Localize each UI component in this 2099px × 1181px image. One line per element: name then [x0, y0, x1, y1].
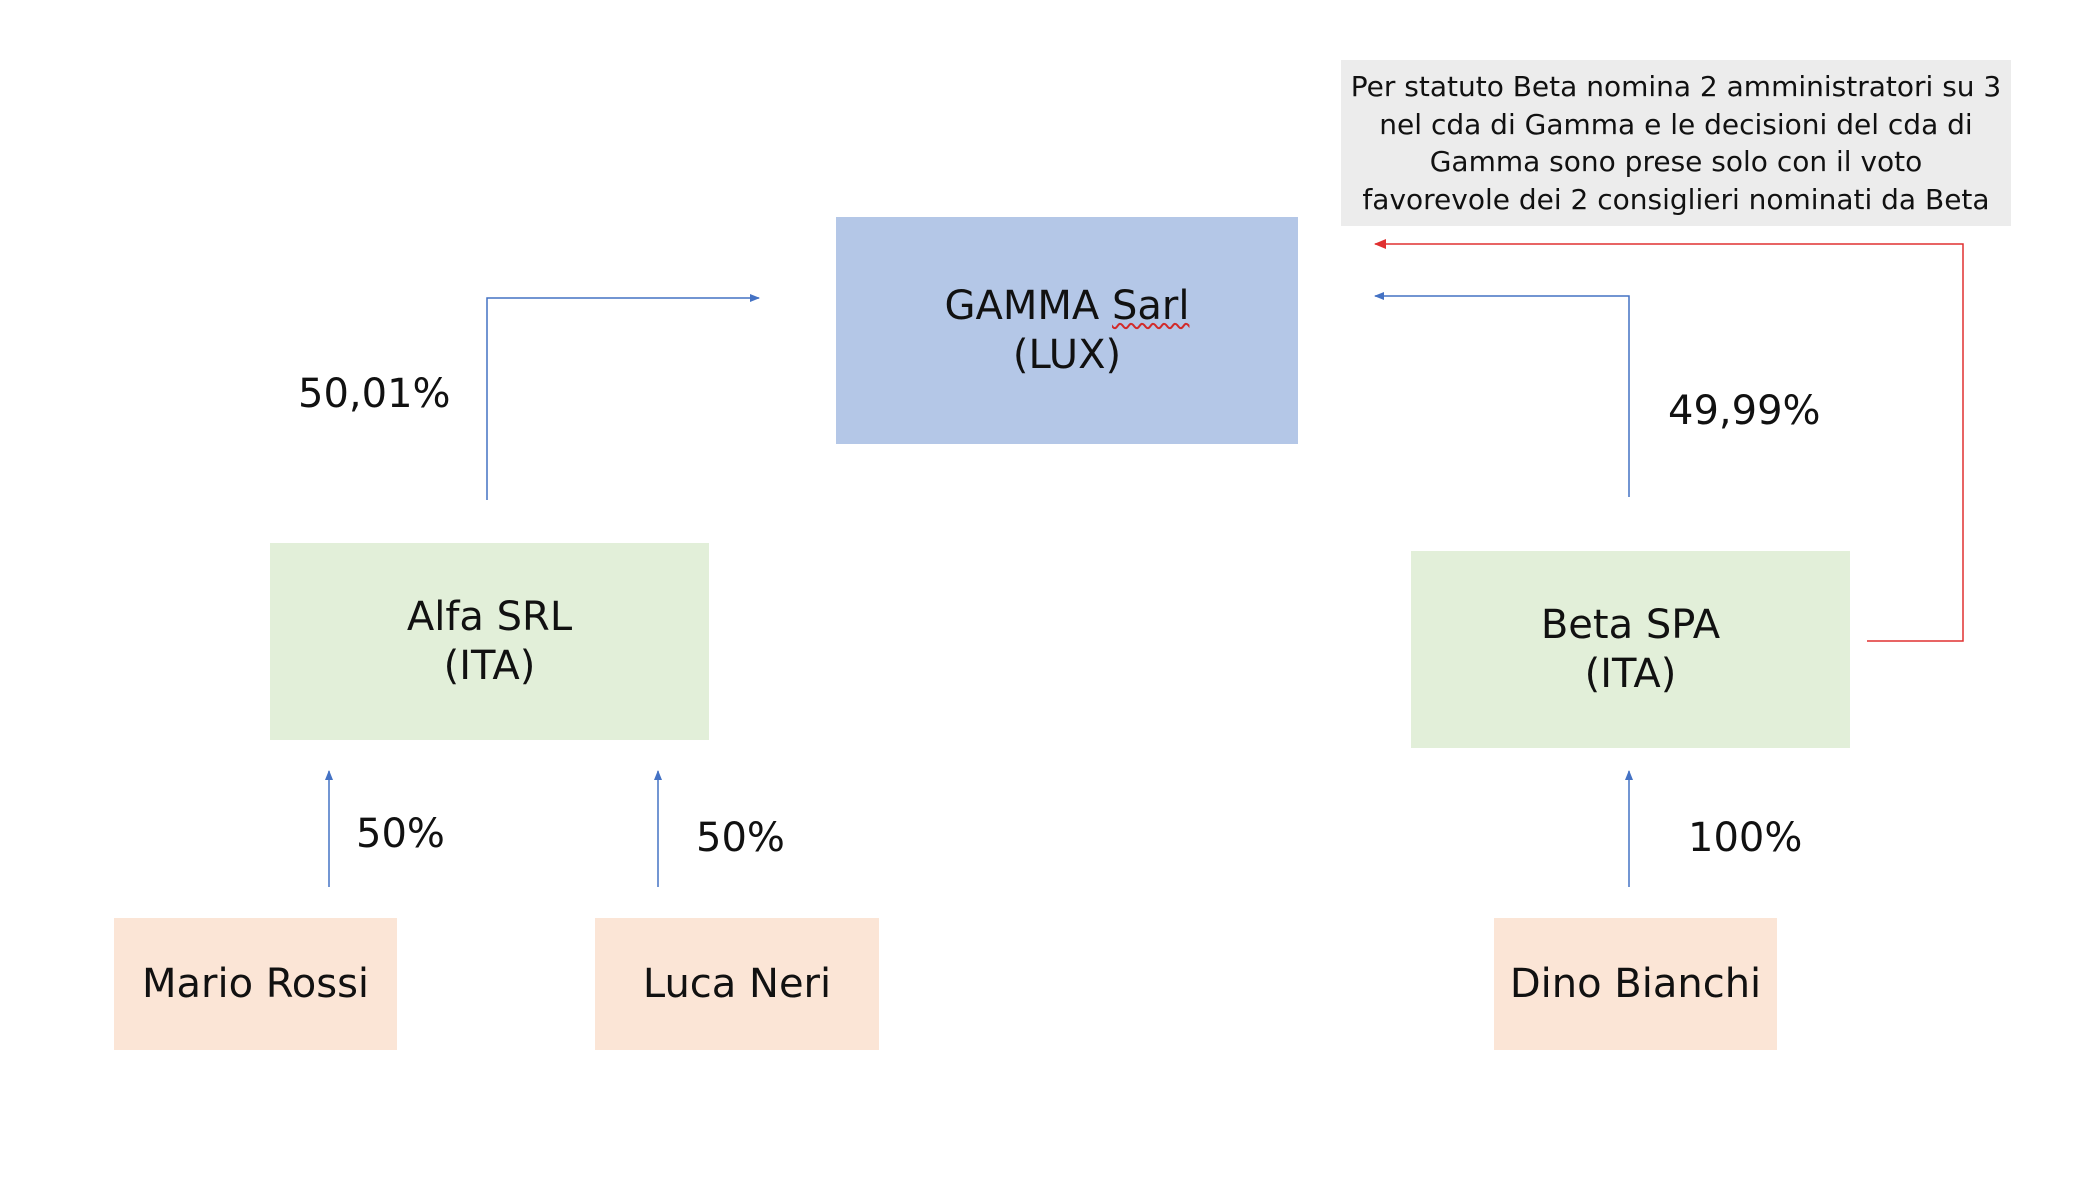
ownership-luca-alfa-label: 50% [696, 815, 785, 861]
node-beta-label: Beta SPA(ITA) [1541, 601, 1720, 699]
node-beta-country: (ITA) [1584, 650, 1677, 697]
node-gamma: GAMMA Sarl(LUX) [836, 217, 1298, 444]
node-beta: Beta SPA(ITA) [1411, 551, 1850, 748]
node-dino-name: Dino Bianchi [1509, 960, 1762, 1007]
node-alfa-name: Alfa SRL [406, 593, 573, 640]
node-alfa: Alfa SRL(ITA) [270, 543, 709, 740]
node-luca-name: Luca Neri [642, 960, 832, 1007]
ownership-beta-gamma-label: 49,99% [1668, 388, 1821, 434]
node-gamma-country: (LUX) [1012, 331, 1122, 378]
node-alfa-country: (ITA) [443, 642, 536, 689]
node-gamma-label: GAMMA Sarl(LUX) [945, 282, 1190, 380]
node-luca: Luca Neri [595, 918, 879, 1050]
note-box: Per statuto Beta nomina 2 amministratori… [1341, 60, 2011, 226]
node-beta-name: Beta SPA [1540, 601, 1721, 648]
node-alfa-label: Alfa SRL(ITA) [407, 593, 572, 691]
node-gamma-name-main: GAMMA [944, 282, 1112, 329]
arrow-beta-to-gamma [1374, 292, 1630, 497]
ownership-dino-beta-label: 100% [1688, 815, 1803, 861]
ownership-alfa-gamma-label: 50,01% [298, 371, 451, 417]
node-gamma-name: GAMMA Sarl [945, 283, 1190, 329]
arrow-alfa-to-gamma [486, 294, 760, 500]
node-mario-name: Mario Rossi [141, 960, 370, 1007]
node-mario: Mario Rossi [114, 918, 397, 1050]
note-text: Per statuto Beta nomina 2 amministratori… [1350, 70, 2002, 216]
node-dino: Dino Bianchi [1494, 918, 1777, 1050]
node-gamma-name-suffix: Sarl [1112, 282, 1190, 329]
ownership-mario-alfa-label: 50% [356, 811, 445, 857]
